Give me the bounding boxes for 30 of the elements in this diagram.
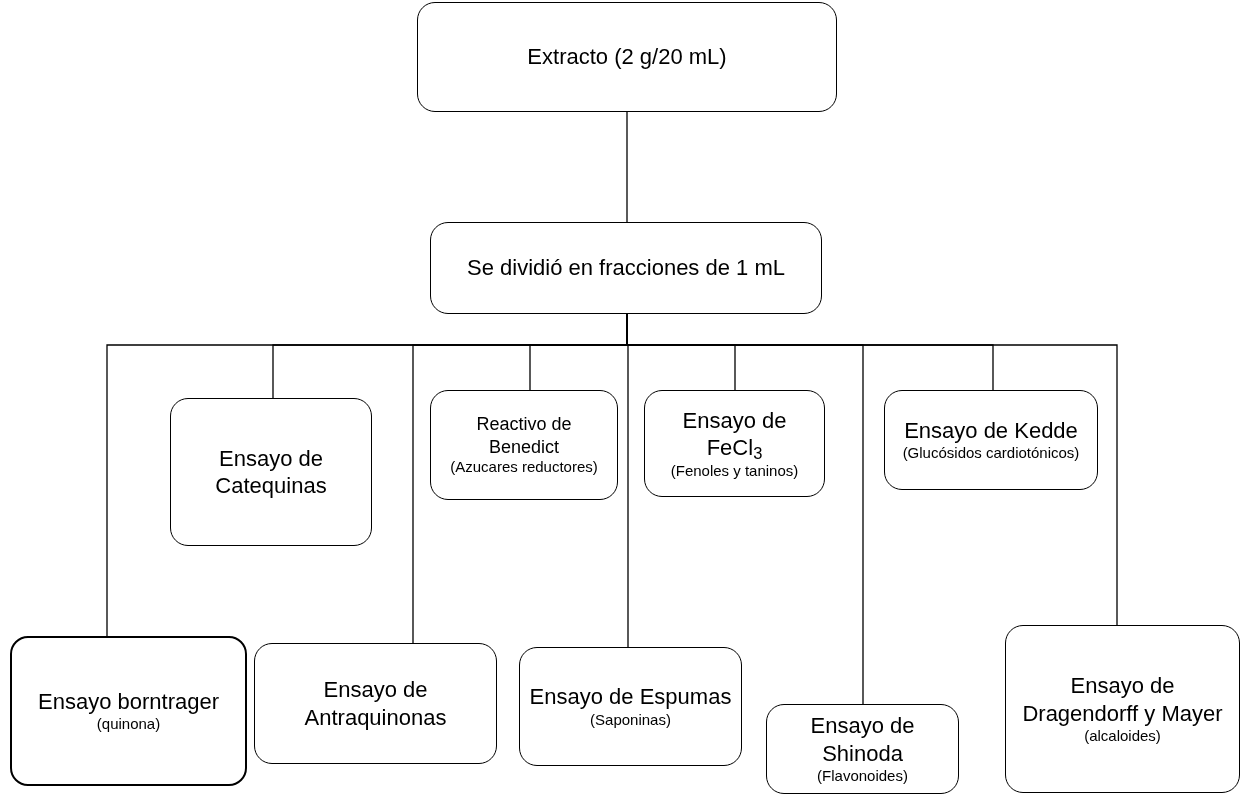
box-title: Reactivo de Benedict	[475, 413, 573, 459]
box-title: Extracto (2 g/20 mL)	[527, 43, 727, 71]
process-box	[254, 643, 497, 764]
box-subtitle: (Azucares reductores)	[450, 458, 598, 477]
process-box	[766, 704, 959, 794]
box-subtitle: (alcaloides)	[1084, 727, 1161, 746]
process-box	[430, 222, 822, 314]
box-subtitle: (Saponinas)	[590, 710, 671, 730]
process-box	[417, 2, 837, 112]
process-box	[644, 390, 825, 497]
box-title: Ensayo de Kedde	[904, 416, 1078, 445]
box-title: Ensayo de Dragendorff y Mayer	[1021, 672, 1224, 728]
connector-line	[626, 111, 628, 223]
box-title: Ensayo de Shinoda	[809, 712, 916, 768]
process-box	[884, 390, 1098, 490]
box-title: Ensayo de Catequinas	[214, 444, 328, 500]
box-title: Ensayo de Espumas	[529, 683, 732, 711]
box-title: Se dividió en fracciones de 1 mL	[467, 254, 785, 282]
box-subtitle: (Fenoles y taninos)	[670, 461, 799, 481]
box-title: Ensayo de Antraquinonas	[303, 676, 448, 731]
process-box	[1005, 625, 1240, 793]
box-title: Ensayo de FeCl$_{3}$	[681, 406, 788, 462]
box-subtitle: (Flavonoides)	[817, 767, 908, 786]
box-subtitle: (quinona)	[96, 715, 161, 735]
process-box	[430, 390, 618, 500]
box-title: Ensayo borntrager	[38, 687, 219, 716]
box-subtitle: (Glucósidos cardiotónicos)	[902, 444, 1080, 464]
process-box	[10, 636, 247, 786]
process-box	[170, 398, 372, 546]
process-box	[519, 647, 742, 766]
